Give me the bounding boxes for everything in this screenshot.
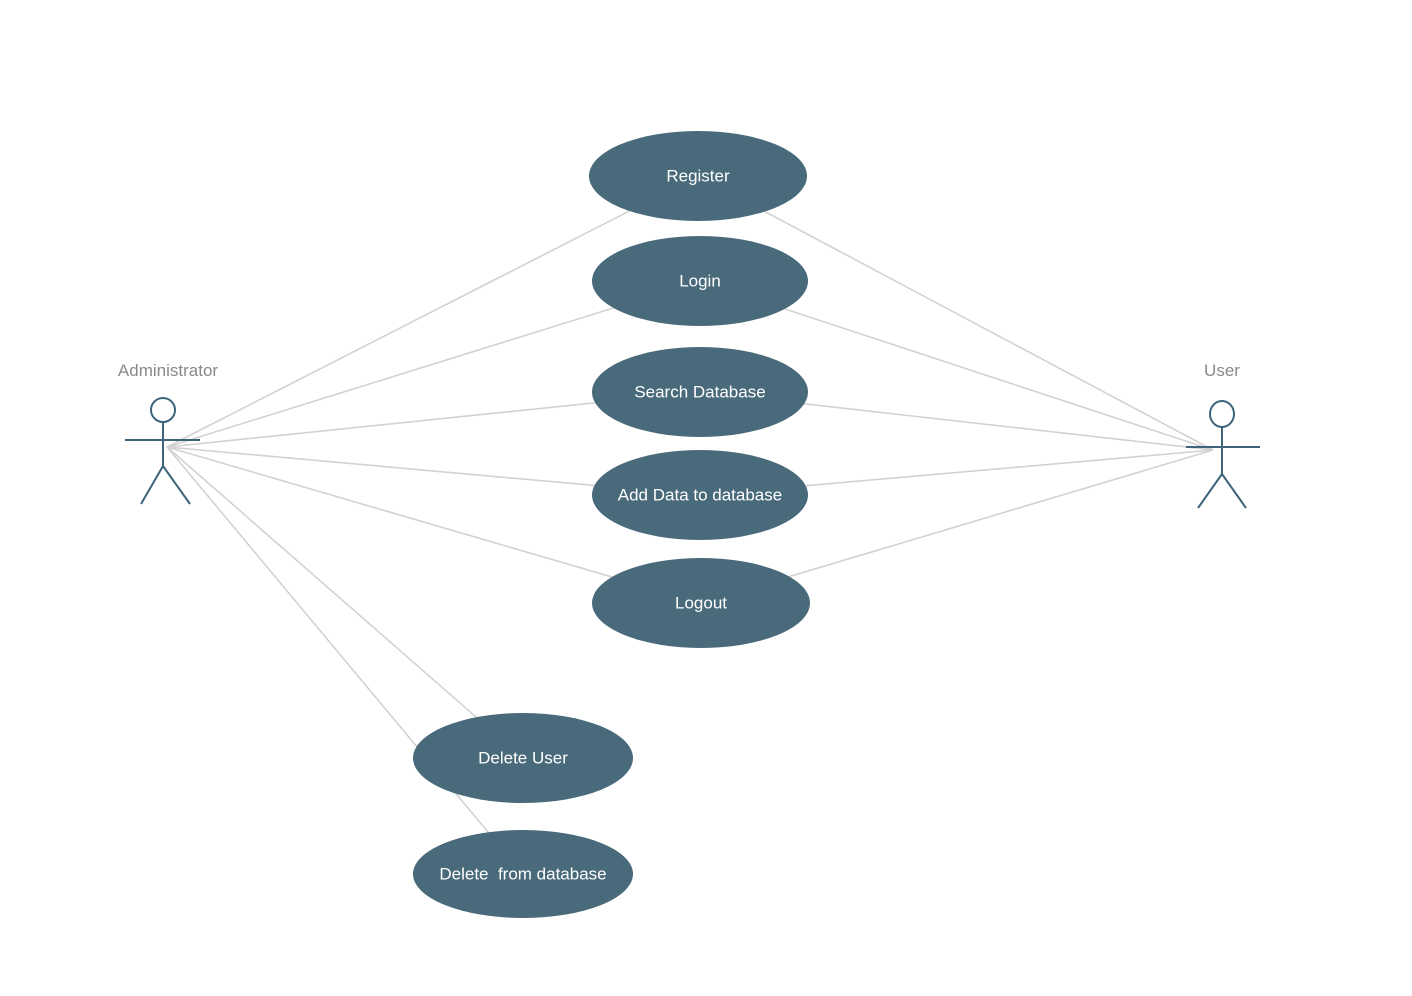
usecase-logout-label: Logout: [675, 594, 727, 613]
usecase-add-data-to-database-shape: [592, 450, 808, 540]
usecase-delete-from-database: Delete from database: [413, 830, 633, 918]
usecase-search-database: Search Database: [592, 347, 808, 437]
actor-administrator-label: Administrator: [118, 361, 218, 380]
usecase-delete-user-shape: [413, 713, 633, 803]
usecase-add-data-to-database-label: Add Data to database: [618, 486, 782, 505]
usecase-delete-from-database-label: Delete from database: [439, 865, 606, 884]
association-user-register: [697, 175, 1214, 451]
usecase-register-shape: [589, 131, 807, 221]
actor-administrator-right-leg: [162, 465, 191, 505]
usecase-register: Register: [589, 131, 807, 221]
association-administrator-logout: [166, 446, 702, 604]
usecase-delete-user: Delete User: [413, 713, 633, 803]
association-administrator-login: [166, 280, 701, 448]
association-user-login: [699, 280, 1214, 451]
usecase-logout-shape: [592, 558, 810, 648]
usecase-delete-from-database-shape: [413, 830, 633, 918]
actor-user-left-leg: [1197, 473, 1223, 509]
association-administrator-delete-from-database: [166, 446, 524, 875]
usecase-login-label: Login: [679, 272, 721, 291]
usecase-logout: Logout: [592, 558, 810, 648]
usecase-add-data-to-database: Add Data to database: [592, 450, 808, 540]
usecase-search-database-shape: [592, 347, 808, 437]
usecase-login: Login: [592, 236, 808, 326]
actor-user-label: User: [1204, 361, 1240, 380]
usecase-search-database-label: Search Database: [634, 383, 765, 402]
usecase-delete-user-label: Delete User: [478, 749, 568, 768]
association-administrator-register: [166, 175, 699, 448]
usecase-register-label: Register: [666, 167, 730, 186]
usecase-login-shape: [592, 236, 808, 326]
association-administrator-delete-user: [166, 446, 524, 759]
actor-user-right-leg: [1221, 473, 1247, 509]
actor-administrator-head: [150, 397, 176, 423]
actor-administrator-left-leg: [140, 465, 164, 505]
actor-user-head: [1209, 400, 1235, 428]
actor-administrator: Administrator: [118, 361, 218, 505]
actor-user: User: [1186, 361, 1260, 509]
